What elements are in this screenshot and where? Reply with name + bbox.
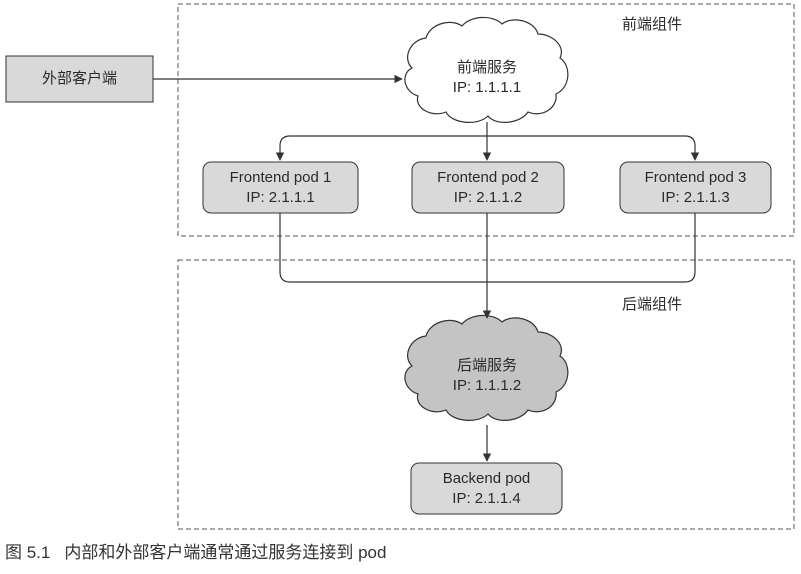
external-client-label: 外部客户端 xyxy=(41,70,117,87)
backend-service-ip: IP: 1.1.1.2 xyxy=(452,377,522,394)
connector-frontend-service-to-pods xyxy=(275,122,700,161)
external-client-box xyxy=(5,55,154,103)
frontend-pod-1-ip: IP: 2.1.1.1 xyxy=(246,188,315,206)
backend-service: 后端服务 IP: 1.1.1.2 xyxy=(414,346,560,406)
external-client: 外部客户端 xyxy=(6,56,153,102)
backend-pod-name: Backend pod xyxy=(442,469,531,487)
frontend-group-label: 前端组件 xyxy=(622,16,683,33)
backend-service-cloud xyxy=(404,314,569,421)
frontend-service: 前端服务 IP: 1.1.1.1 xyxy=(414,48,560,108)
frontend-service-cloud xyxy=(404,16,569,123)
frontend-pod-3: Frontend pod 3 IP: 2.1.1.3 xyxy=(620,162,771,213)
figure-caption-text: 内部和外部客户端通常通过服务连接到 pod xyxy=(64,543,387,562)
backend-pod: Backend pod IP: 2.1.1.4 xyxy=(411,463,562,514)
frontend-pod-3-name: Frontend pod 3 xyxy=(644,168,747,186)
frontend-pod-1: Frontend pod 1 IP: 2.1.1.1 xyxy=(203,162,358,213)
figure-caption: 图 5.1 内部和外部客户端通常通过服务连接到 pod xyxy=(5,538,386,563)
frontend-service-ip: IP: 1.1.1.1 xyxy=(452,79,522,96)
backend-pod-ip: IP: 2.1.1.4 xyxy=(452,489,521,507)
frontend-group-boundary xyxy=(177,3,795,237)
figure-number: 图 5.1 xyxy=(5,543,51,562)
frontend-pod-3-ip: IP: 2.1.1.3 xyxy=(661,188,730,206)
frontend-pod-1-name: Frontend pod 1 xyxy=(229,168,332,186)
backend-pod-box xyxy=(410,462,563,515)
frontend-pod-2-box xyxy=(411,161,565,214)
backend-group-boundary xyxy=(177,259,795,530)
frontend-service-name: 前端服务 xyxy=(456,59,517,76)
frontend-pod-2: Frontend pod 2 IP: 2.1.1.2 xyxy=(412,162,564,213)
frontend-pod-2-name: Frontend pod 2 xyxy=(437,168,539,186)
frontend-pod-2-ip: IP: 2.1.1.2 xyxy=(453,188,523,206)
backend-group-label: 后端组件 xyxy=(622,296,683,313)
backend-service-name: 后端服务 xyxy=(456,357,517,374)
connector-pods-to-backend-service xyxy=(279,213,696,319)
